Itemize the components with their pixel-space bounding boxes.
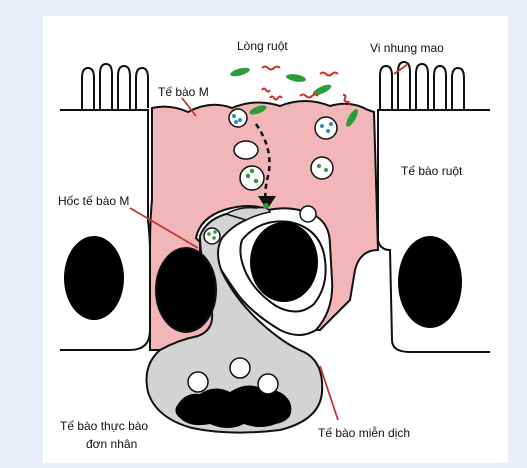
delivered-antigen [263, 203, 269, 209]
enterocyte-label: Tế bào ruột [401, 164, 463, 178]
phagocyte-vacuole-2 [230, 358, 250, 378]
lumen-label: Lòng ruột [237, 39, 288, 53]
phagocyte-vacuole-3 [258, 374, 278, 394]
immune-cell-label: Tế bào miễn dịch [318, 425, 410, 440]
phagocyte-vacuole-1 [188, 372, 208, 392]
m-cell-pocket-label: Hốc tế bào M [58, 194, 129, 208]
phagocyte-label-line2: đơn nhân [86, 437, 137, 451]
right-microvilli [380, 62, 464, 110]
microvilli-label: Vi nhung mao [370, 41, 444, 55]
m-cell-label: Tế bào M [158, 85, 209, 99]
pocket-bleb [300, 206, 316, 222]
right-enterocyte-nucleus [398, 236, 462, 328]
left-m-side-nucleus [156, 248, 216, 332]
left-microvilli [82, 64, 148, 110]
left-enterocyte-nucleus [64, 236, 124, 320]
phagocyte-label-line1: Tế bào thực bào [60, 419, 148, 433]
immune-cell-nucleus [250, 222, 318, 302]
